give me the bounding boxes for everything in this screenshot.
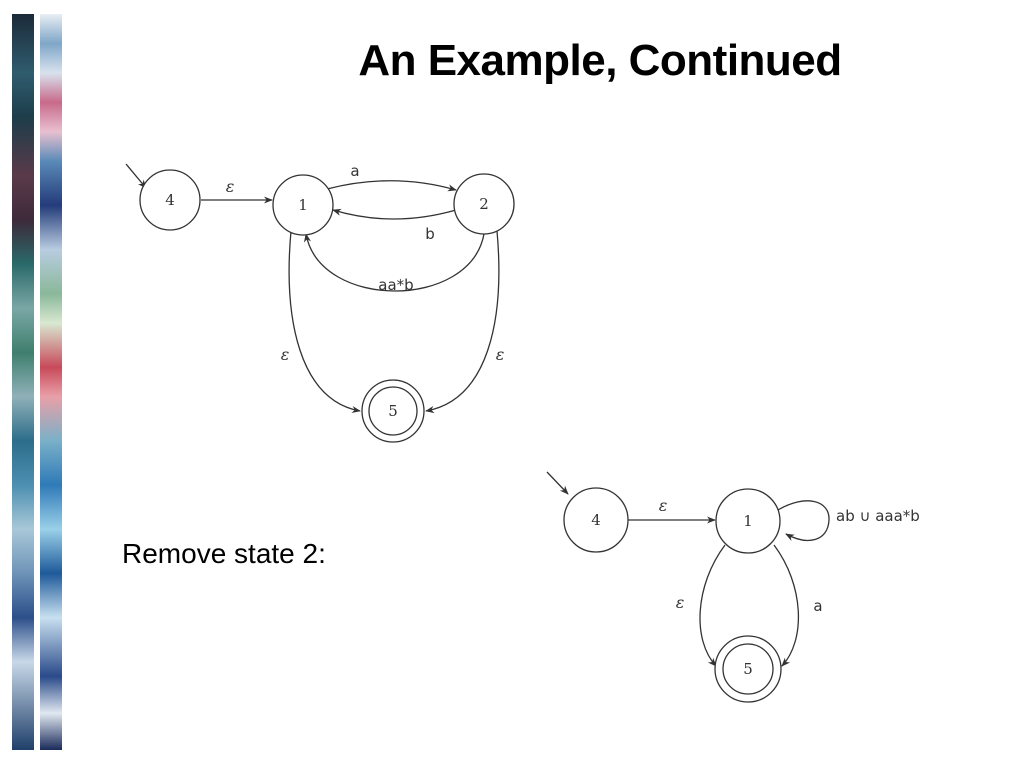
- edge-label: ε: [659, 496, 668, 515]
- start-arrow: [546, 471, 569, 495]
- edge-1-to-2: [326, 180, 457, 192]
- state-label: 2: [479, 195, 489, 213]
- edge-2-to-5: [425, 230, 500, 414]
- slide-title: An Example, Continued: [358, 36, 842, 85]
- diagram-before-labels: 4 1 2 5 ε a b aa*b ε ε: [165, 162, 504, 420]
- edge-label: ε: [496, 345, 505, 364]
- state-4: [139, 169, 201, 231]
- edge-label: aa*b: [378, 276, 413, 294]
- edge-label: a: [350, 162, 359, 180]
- start-arrow: [125, 163, 147, 189]
- edge-label: ε: [676, 593, 685, 612]
- state-label: 5: [388, 402, 398, 420]
- edge-1-to-5-epsilon: [699, 544, 726, 667]
- edge-2-to-1: [332, 208, 457, 220]
- state-label: 4: [165, 191, 175, 209]
- state-label: 1: [298, 196, 308, 214]
- state-1: [272, 174, 334, 236]
- edge-1-to-5: [288, 230, 361, 414]
- edge-label: ab ∪ aaa*b: [836, 507, 920, 525]
- edge-label: ε: [281, 345, 290, 364]
- diagram-after: [546, 471, 830, 703]
- edge-label: ε: [226, 177, 235, 196]
- state-1: [715, 488, 781, 554]
- slide-caption: Remove state 2:: [122, 538, 326, 569]
- state-4: [563, 487, 629, 553]
- edge-label: a: [813, 597, 822, 615]
- state-5-inner: [368, 386, 418, 436]
- state-label: 5: [743, 660, 753, 678]
- state-label: 1: [743, 512, 753, 530]
- decorative-strip-right: [40, 14, 62, 750]
- edge-1-self-loop: [777, 500, 830, 542]
- diagram-before: [125, 163, 515, 443]
- state-label: 4: [591, 511, 601, 529]
- state-2: [453, 173, 515, 235]
- state-5-inner: [722, 643, 774, 695]
- diagram-after-labels: 4 1 5 ε ab ∪ aaa*b ε a: [591, 496, 920, 678]
- decorative-strip-left: [12, 14, 34, 750]
- edge-2-to-1-loopback: [303, 233, 485, 292]
- edge-label: b: [425, 225, 435, 243]
- edge-1-to-5-a: [773, 544, 799, 667]
